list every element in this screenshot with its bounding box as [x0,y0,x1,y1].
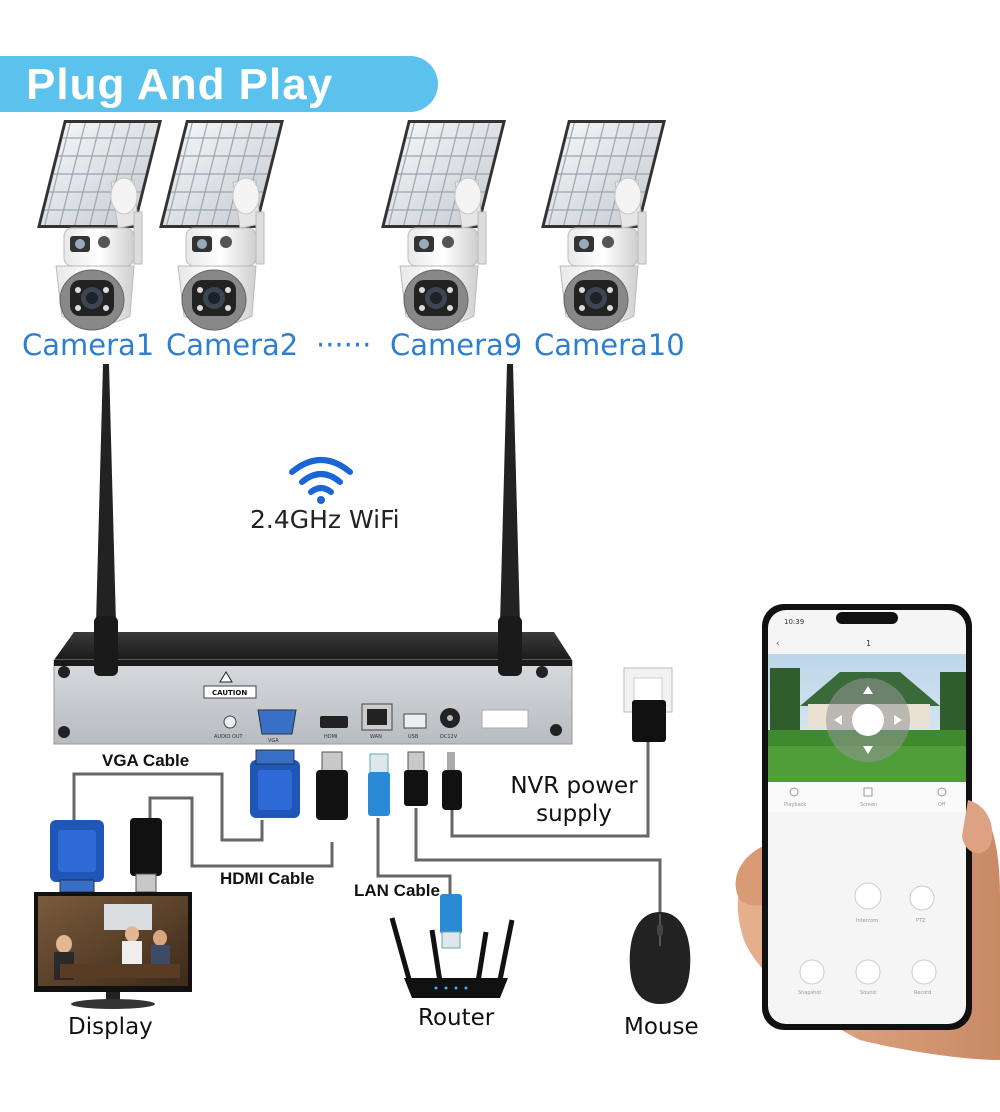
title-banner: Plug And Play [0,56,438,112]
vga-cable-label: VGA Cable [102,751,190,770]
camera-9-label: Camera9 [390,328,523,362]
nvr-recorder [53,632,573,745]
dc-plug-top [442,752,462,810]
hdmi-cable-label: HDMI Cable [220,869,315,888]
camera-1-label: Camera1 [22,328,155,362]
phone-record-label[interactable]: Record [914,990,931,996]
right-antenna [498,364,522,676]
camera-1-image [36,119,163,331]
phone-tab-off[interactable]: Off [938,802,946,808]
nvr-caution-label: CAUTION [212,689,247,697]
usb-plug-top [404,751,428,806]
cable-lines [72,740,662,912]
hdmi-connector-top [316,751,348,820]
thumb [962,800,993,854]
power-supply-line-1: NVR power [510,773,638,799]
camera-9-image [380,119,507,331]
camera-ellipsis: ······ [316,328,372,362]
nvr-port-audio-label: AUDIO OUT [214,734,244,740]
phone-tab-screen[interactable]: Screen [860,802,877,808]
left-antenna [94,364,118,676]
mouse [629,912,691,1004]
phone-snapshot-label[interactable]: Snapshot [798,990,821,996]
hdmi-connector-display [130,818,162,893]
vga-connector-display [50,820,104,893]
phone-sound-label[interactable]: Sound [860,990,876,996]
banner-title: Plug And Play [26,60,334,109]
camera-2-label: Camera2 [166,328,299,362]
lan-cable-label: LAN Cable [354,881,440,900]
power-supply-line-2: supply [536,801,612,827]
nvr-port-wan-label: WAN [370,734,382,740]
display-label: Display [68,1014,153,1040]
router [389,917,515,998]
nvr-port-hdmi-label: HDMI [324,734,337,740]
vga-connector-top [250,749,300,818]
camera-10-label: Camera10 [534,328,685,362]
phone-ptz-label[interactable]: PTZ [916,918,926,924]
nvr-port-usb-label: USB [408,734,419,740]
wifi-label: 2.4GHz WiFi [250,505,400,534]
router-label: Router [418,1005,495,1031]
mouse-label: Mouse [624,1014,699,1040]
nvr-port-vga-label: VGA [268,738,279,744]
power-adapter [623,667,673,742]
wifi-icon [289,457,353,504]
phone-time: 10:39 [784,618,804,626]
camera-2-image [158,119,285,331]
phone-tab-playback[interactable]: Playback [784,802,806,808]
lan-plug-router [440,894,462,949]
lan-plug-top [368,753,390,816]
power-supply-label: NVR power supply [506,772,642,828]
display-monitor [34,892,192,1009]
camera-10-image [540,119,667,331]
nvr-port-dc-label: DC12V [440,734,458,740]
smartphone[interactable]: 10:39 1 ‹ Playback Screen Off [762,604,972,1030]
phone-intercom-label[interactable]: Intercom [856,918,878,924]
phone-title: 1 [866,639,871,648]
phone-back-icon[interactable]: ‹ [776,639,780,649]
